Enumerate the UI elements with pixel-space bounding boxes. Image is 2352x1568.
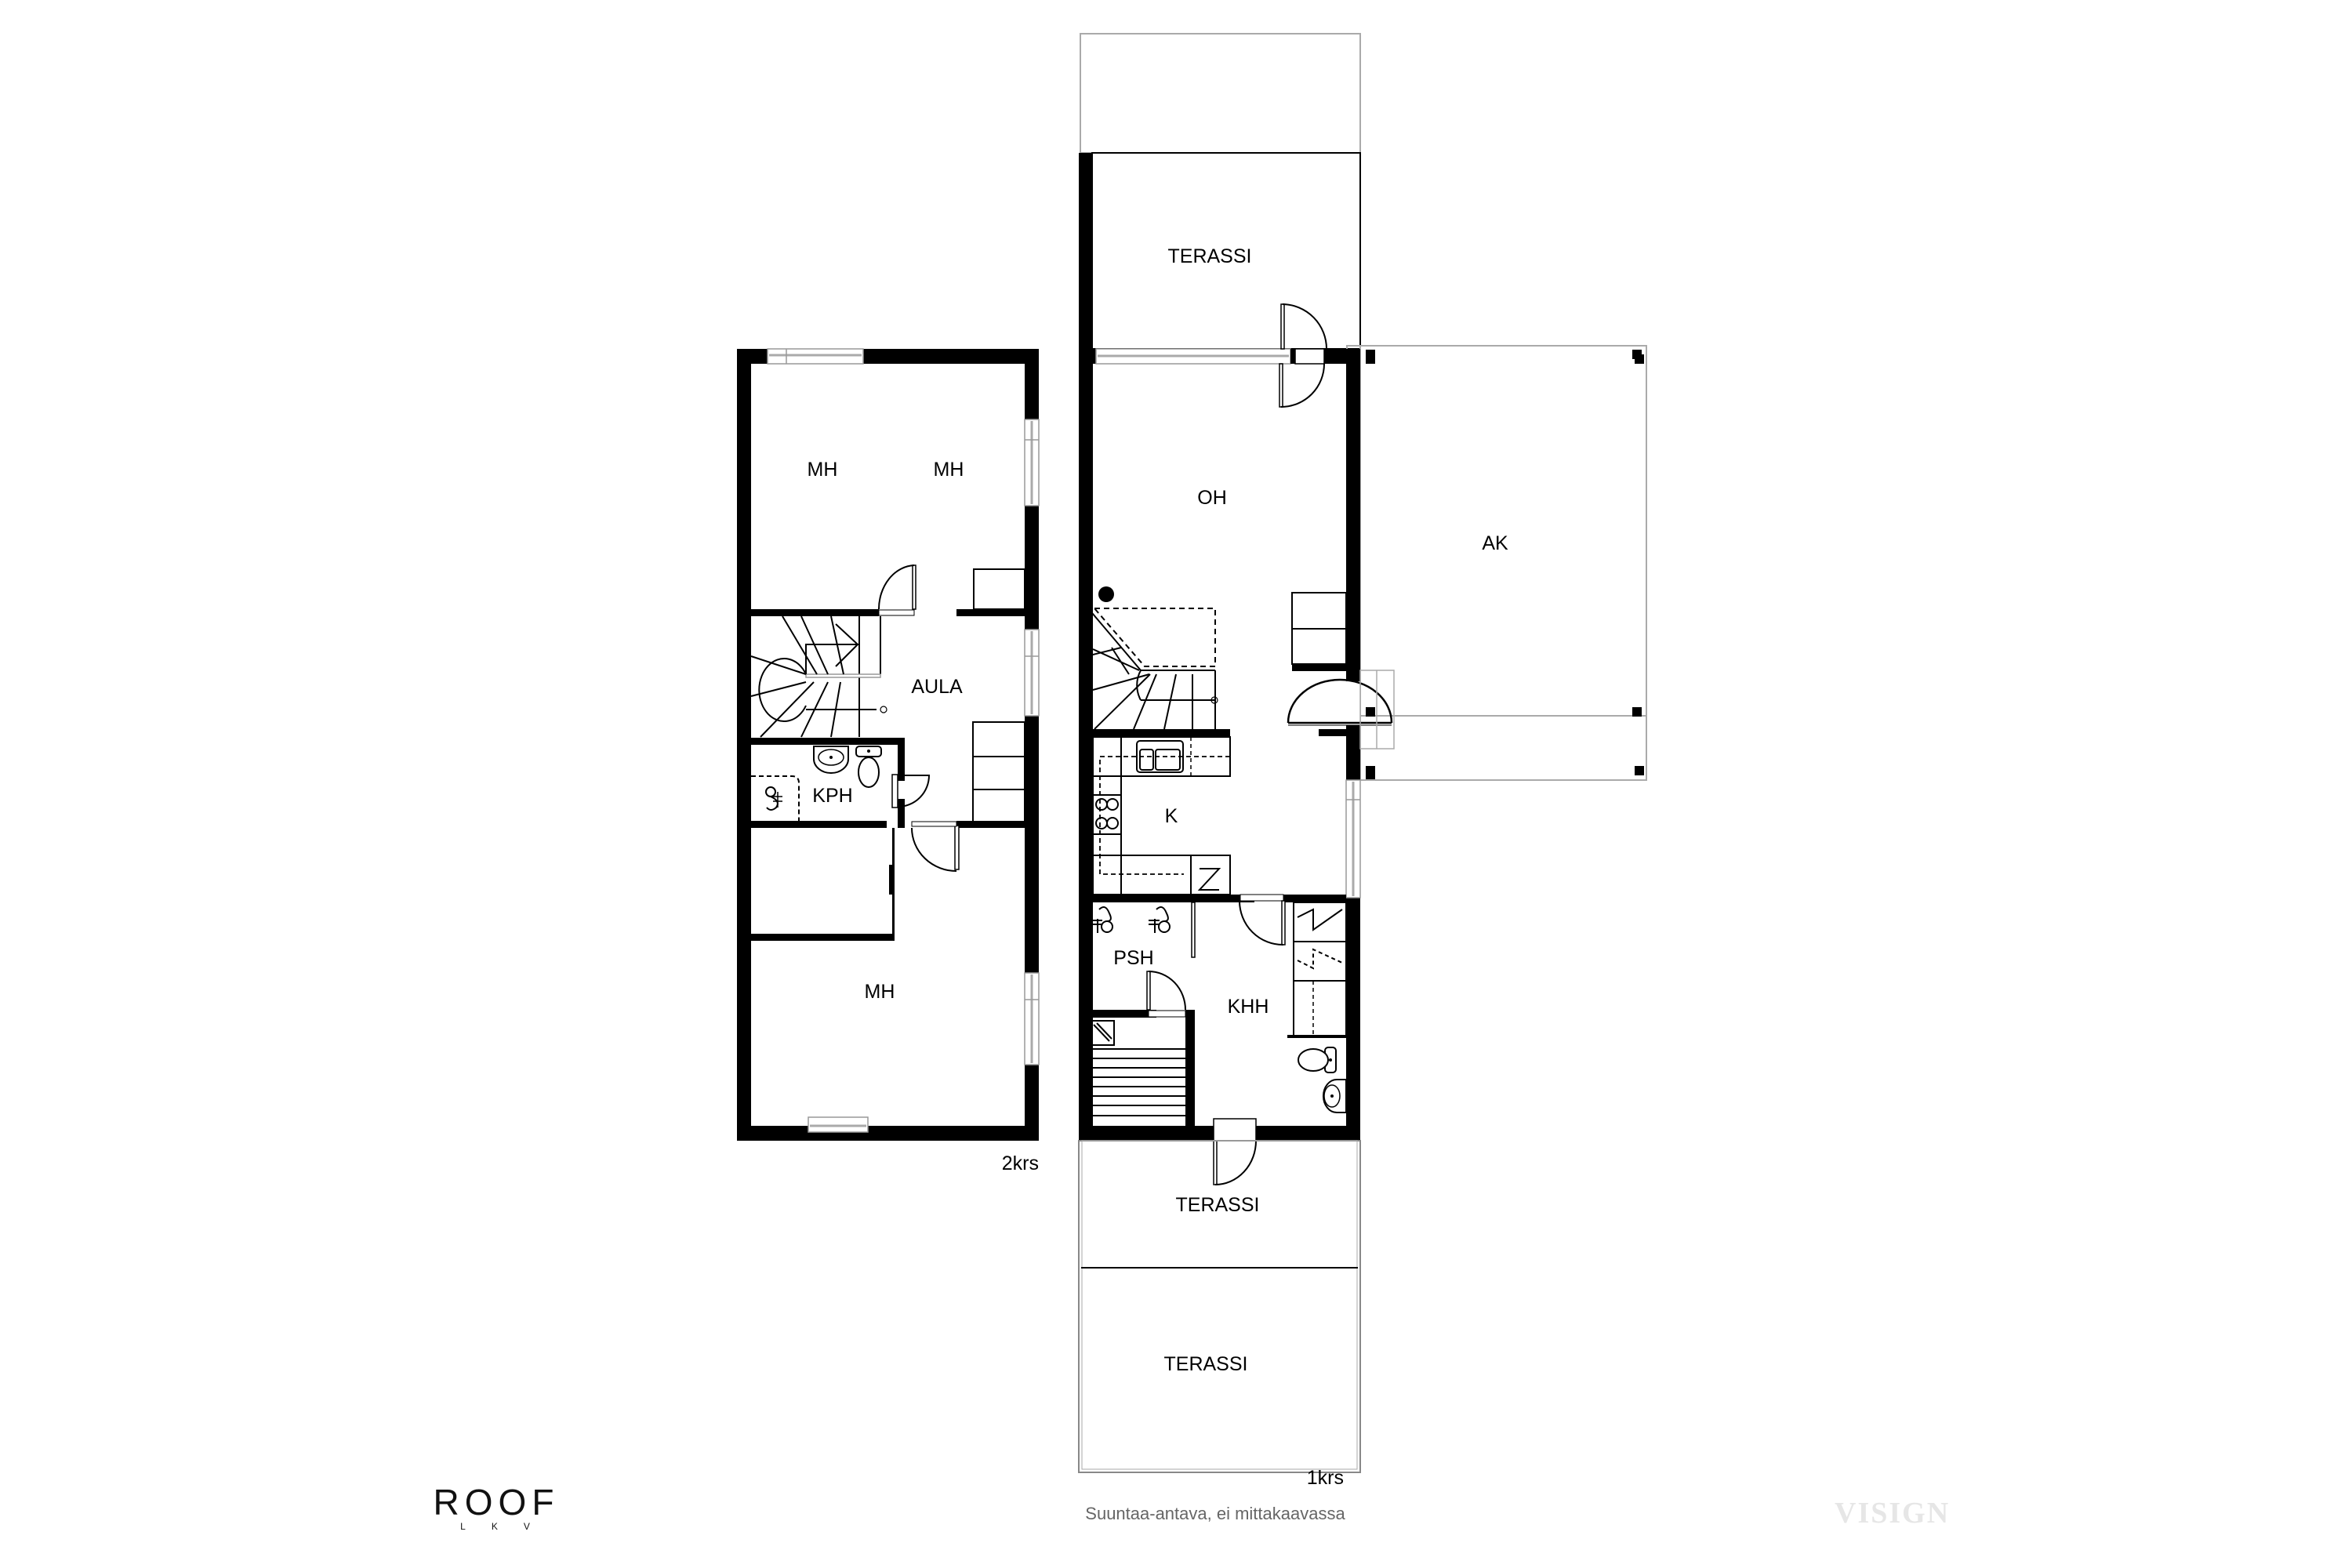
floor-label-1krs: 1krs [1307, 1467, 1344, 1489]
room-label-psh: PSH [1113, 947, 1153, 969]
wall [1324, 349, 1360, 364]
washer-icon [1297, 908, 1343, 931]
wall [956, 609, 1025, 616]
wall [1292, 664, 1346, 671]
door [1213, 1118, 1257, 1185]
wall [892, 828, 895, 937]
door [877, 564, 916, 616]
wall [1185, 1010, 1195, 1126]
roof-lkv-logo: ROOF LKV [418, 1484, 575, 1533]
carport-outline [1359, 345, 1647, 781]
wall [898, 738, 905, 781]
wall [1093, 729, 1230, 737]
scale-disclaimer: Suuntaa-antava, ei mittakaavassa [1085, 1504, 1345, 1523]
wall [751, 609, 879, 616]
room-label-kph: KPH [812, 785, 852, 807]
logo-main-text: ROOF [433, 1482, 560, 1523]
window [767, 348, 864, 365]
visign-watermark: VISIGN [1835, 1497, 1951, 1530]
glass-partition [1191, 902, 1196, 958]
window [808, 1116, 869, 1133]
wall [1079, 349, 1096, 364]
room-label-ak: AK [1482, 532, 1508, 554]
room-label-mh: MH [865, 981, 895, 1003]
stove-icon [1092, 794, 1122, 835]
toilet-icon [855, 746, 882, 788]
room-label-terassi: TERASSI [1168, 245, 1252, 267]
terrace-outline [1081, 1140, 1358, 1470]
post [1366, 354, 1375, 364]
room-label-khh: KHH [1228, 996, 1269, 1018]
wall [1346, 898, 1360, 1141]
door [1239, 894, 1286, 946]
wall [1093, 1010, 1156, 1018]
post [1635, 766, 1644, 775]
door [1279, 303, 1327, 408]
laundry-cabinet [1293, 902, 1347, 1036]
sauna-bench [1093, 1048, 1185, 1116]
sliding-door [889, 865, 892, 895]
window [1095, 348, 1291, 365]
shower-icon [751, 775, 800, 821]
wardrobe [973, 568, 1025, 610]
shower-icon [1091, 906, 1113, 933]
wall [1079, 153, 1093, 1141]
wall [737, 349, 751, 1141]
room-label-mh: MH [934, 459, 964, 481]
terrace-outline [1080, 33, 1361, 154]
sauna-stove-icon [1089, 1020, 1115, 1046]
room-label-k: K [1165, 805, 1178, 827]
wall [751, 934, 895, 941]
sink-icon [813, 746, 849, 774]
wall [1025, 349, 1039, 1141]
post [1366, 766, 1375, 775]
kitchen-sink-icon [1136, 740, 1184, 773]
wardrobe [1291, 592, 1347, 665]
room-label-terassi: TERASSI [1176, 1194, 1260, 1216]
wall [751, 821, 887, 828]
shower-icon [1149, 906, 1171, 933]
fridge-icon [1197, 868, 1221, 891]
floor-label-2krs: 2krs [1002, 1152, 1039, 1174]
toilet-icon [1298, 1047, 1337, 1073]
wall [898, 799, 905, 828]
carport [1346, 345, 1647, 781]
sink-icon [1323, 1079, 1347, 1113]
wall [1287, 1035, 1346, 1038]
wall [737, 1126, 1039, 1141]
wall [1283, 895, 1346, 902]
logo-sub-text: LKV [460, 1521, 556, 1532]
wall [751, 738, 905, 745]
kitchen-counter [1092, 736, 1231, 895]
staircase [750, 615, 887, 738]
room-label-aula: AULA [911, 676, 963, 698]
door [1146, 971, 1186, 1018]
door [911, 821, 960, 872]
wall [1079, 895, 1254, 902]
staircase [1087, 586, 1218, 730]
window [1024, 419, 1040, 506]
room-label-terassi: TERASSI [1164, 1353, 1248, 1375]
wardrobe [972, 721, 1025, 824]
dashed-cabinet-line [1099, 756, 1230, 875]
floor-2-plan [737, 348, 1040, 1141]
room-label-oh: OH [1197, 487, 1227, 509]
window [1345, 779, 1361, 898]
post [1635, 354, 1644, 364]
terrace-outline [1078, 1140, 1361, 1473]
window [1024, 972, 1040, 1065]
room-label-mh: MH [808, 459, 838, 481]
floor-1-plan [1078, 33, 1647, 1473]
wall [956, 821, 1025, 828]
wall [1346, 349, 1360, 780]
door [1287, 670, 1395, 750]
dryer-icon [1297, 948, 1343, 970]
door [891, 774, 931, 808]
window [1024, 629, 1040, 717]
